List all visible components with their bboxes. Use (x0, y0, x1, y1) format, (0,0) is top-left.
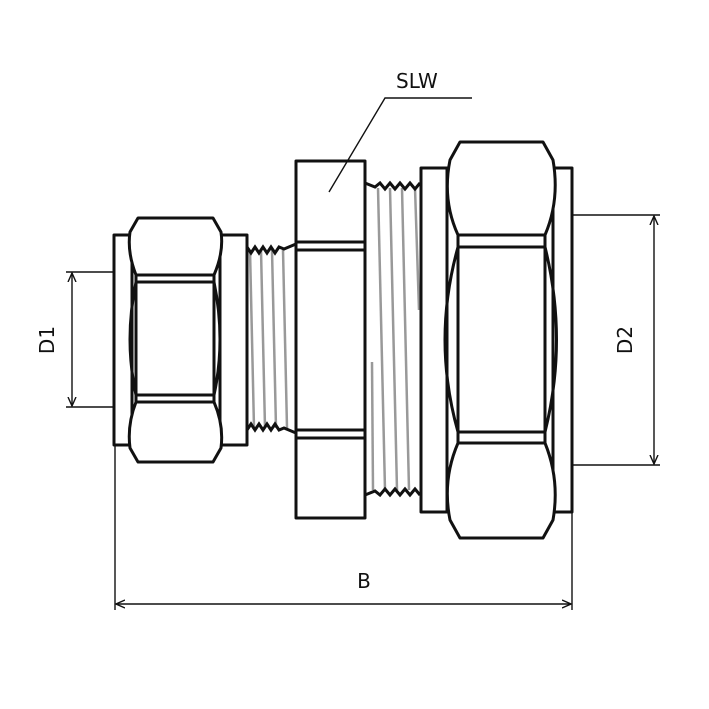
d2-label: D2 (613, 326, 637, 354)
d1-label: D1 (35, 326, 59, 354)
slw-lock-nut (294, 159, 367, 520)
slw-leader: SLW (328, 69, 472, 193)
b-label: B (357, 569, 371, 593)
left-compression-nut (112, 216, 249, 464)
slw-label: SLW (396, 69, 438, 93)
d1-dimension: D1 (35, 271, 114, 408)
right-compression-nut (419, 140, 574, 540)
d2-dimension: D2 (572, 214, 660, 466)
left-thread (245, 242, 297, 435)
b-dimension: B (114, 445, 573, 610)
right-thread (364, 180, 422, 498)
